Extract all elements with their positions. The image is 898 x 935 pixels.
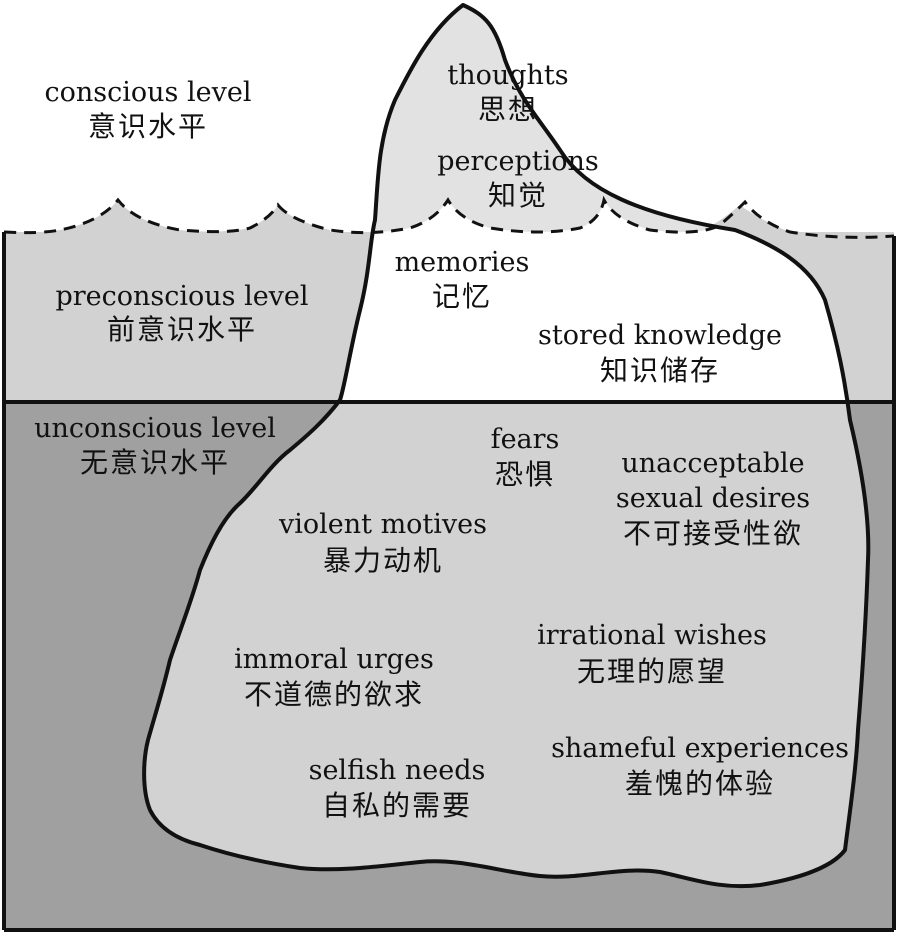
item-stored-knowledge-zh: 知识储存 (600, 354, 720, 387)
item-unacceptable-en: unacceptable (621, 448, 804, 479)
item-immoral-urges-zh: 不道德的欲求 (244, 678, 424, 711)
wave-fill-right (700, 205, 894, 238)
water-surface-line (3, 195, 895, 239)
item-selfish-needs-en: selfish needs (309, 755, 486, 786)
item-violent-motives-en: violent motives (278, 509, 487, 540)
item-fears-en: fears (491, 424, 560, 455)
preconscious-level-label-en: preconscious level (55, 281, 308, 312)
item-selfish-needs-zh: 自私的需要 (322, 789, 472, 822)
preconscious-level-label-zh: 前意识水平 (107, 313, 257, 346)
item-irrational-wishes-en: irrational wishes (537, 620, 767, 651)
item-perceptions-zh: 知觉 (488, 179, 548, 212)
conscious-level-label-zh: 意识水平 (88, 110, 208, 143)
unconscious-level-label-en: unconscious level (34, 413, 276, 444)
item-fears-zh: 恐惧 (495, 458, 555, 491)
item-stored-knowledge-en: stored knowledge (538, 320, 782, 351)
item-violent-motives-zh: 暴力动机 (323, 544, 443, 577)
item-memories-en: memories (395, 247, 530, 278)
item-memories-zh: 记忆 (432, 280, 492, 313)
item-thoughts-zh: 思想 (478, 93, 538, 126)
item-thoughts-en: thoughts (447, 60, 568, 91)
conscious-level-label-en: conscious level (45, 77, 252, 108)
item-shameful-experiences-en: shameful experiences (551, 733, 849, 764)
item-shameful-experiences-zh: 羞愧的体验 (625, 767, 775, 800)
item-sexual-desires-zh: 不可接受性欲 (623, 517, 803, 550)
unconscious-level-label-zh: 无意识水平 (80, 446, 230, 479)
wave-fill (4, 200, 330, 233)
item-sexual-desires-en: sexual desires (616, 483, 810, 514)
item-immoral-urges-en: immoral urges (234, 644, 434, 675)
item-perceptions-en: perceptions (437, 146, 599, 177)
item-irrational-wishes-zh: 无理的愿望 (577, 655, 727, 688)
iceberg-outline (142, 3, 871, 889)
